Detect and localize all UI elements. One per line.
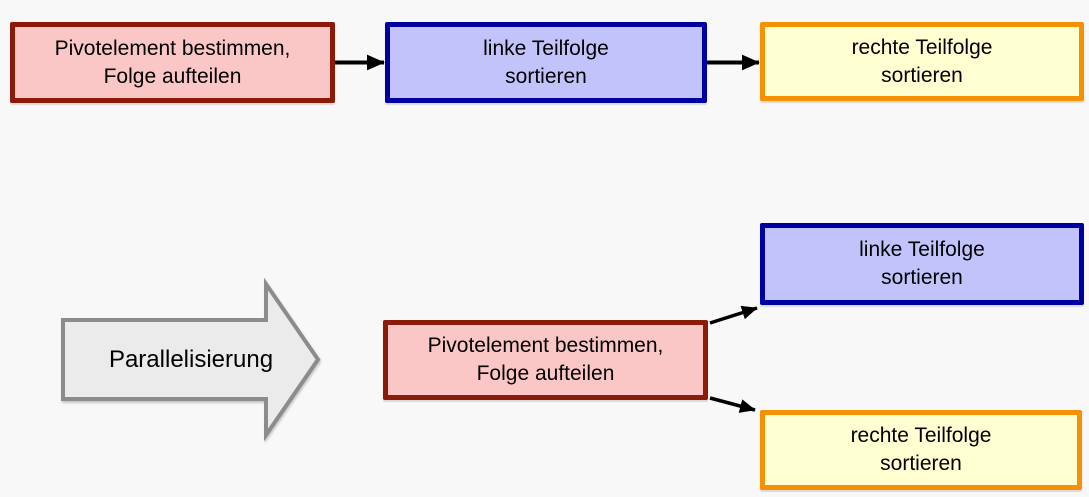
node-label-line: Pivotelement bestimmen, [54, 36, 291, 60]
node-label-line: sortieren [881, 266, 963, 289]
node-par-pivot: Pivotelement bestimmen, Folge aufteilen [383, 320, 708, 400]
arrow-par-pivot-to-right [709, 396, 756, 413]
node-par-left-subsequence: linke Teilfolge sortieren [760, 223, 1084, 305]
node-seq-left-subsequence: linke Teilfolge sortieren [385, 22, 707, 103]
node-label-line: linke Teilfolge [483, 36, 609, 60]
node-label-line: Pivotelement bestimmen, [427, 334, 664, 358]
arrow-par-pivot-to-left [709, 305, 758, 325]
node-label-line: rechte Teilfolge [850, 424, 992, 448]
node-par-right-subsequence: rechte Teilfolge sortieren [760, 410, 1082, 490]
node-label-line: linke Teilfolge [859, 238, 985, 262]
node-label-line: sortieren [881, 63, 963, 87]
node-label-line: sortieren [880, 452, 962, 475]
node-seq-right-subsequence: rechte Teilfolge sortieren [760, 22, 1084, 101]
node-seq-pivot: Pivotelement bestimmen, Folge aufteilen [10, 22, 335, 103]
node-label-line: rechte Teilfolge [851, 35, 993, 59]
node-label-line: Folge aufteilen [103, 64, 242, 88]
parallelisierung-label: Parallelisierung [108, 345, 274, 373]
node-label-line: Folge aufteilen [476, 362, 615, 385]
node-label-line: sortieren [505, 64, 587, 88]
